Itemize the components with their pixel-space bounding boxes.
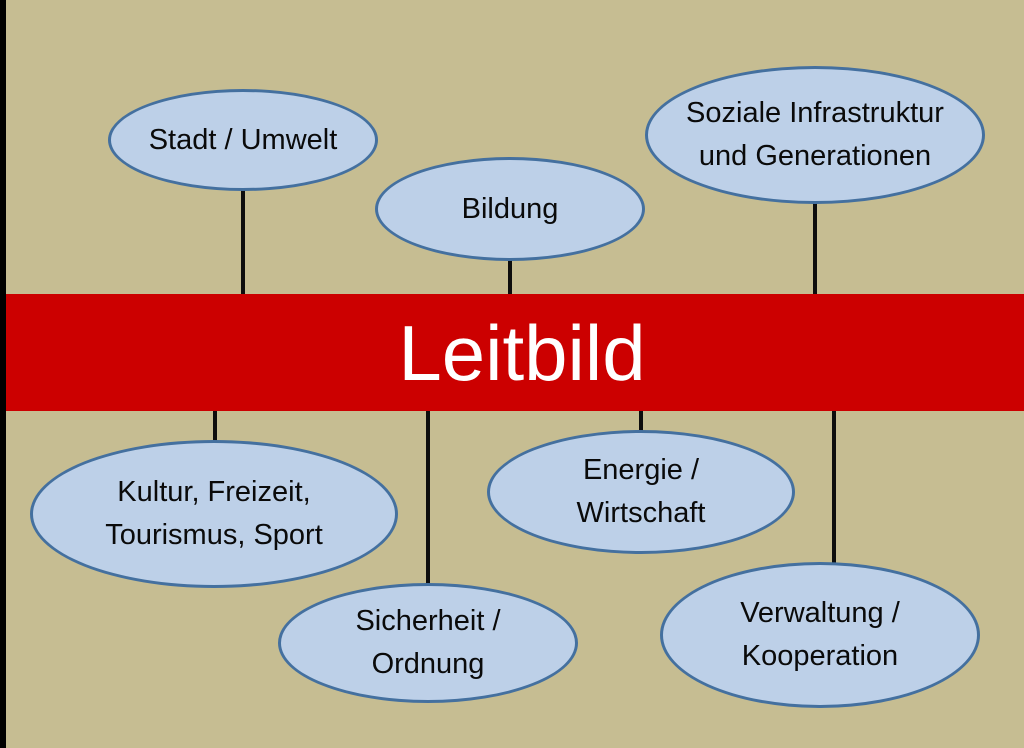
connector-soziale-infrastruktur [813, 196, 817, 298]
node-label-kultur-freizeit: Kultur, Freizeit, Tourismus, Sport [105, 475, 323, 552]
connector-bildung [508, 252, 512, 298]
node-label-bildung: Bildung [461, 192, 559, 225]
center-band: Leitbild [0, 294, 1024, 411]
node-stadt-umwelt[interactable]: Stadt / Umwelt [108, 89, 378, 191]
node-bildung[interactable]: Bildung [375, 157, 645, 261]
connector-verwaltung-kooperation [832, 406, 836, 570]
connector-energie-wirtschaft [639, 406, 643, 438]
node-sicherheit-ordnung[interactable]: Sicherheit / Ordnung [278, 583, 578, 703]
connector-sicherheit-ordnung [426, 406, 430, 590]
node-label-soziale-infrastruktur: Soziale Infrastruktur und Generationen [686, 96, 944, 173]
node-energie-wirtschaft[interactable]: Energie / Wirtschaft [487, 430, 795, 554]
node-label-energie-wirtschaft: Energie / Wirtschaft [576, 453, 706, 530]
connector-stadt-umwelt [241, 186, 245, 298]
node-label-stadt-umwelt: Stadt / Umwelt [148, 123, 338, 156]
node-kultur-freizeit[interactable]: Kultur, Freizeit, Tourismus, Sport [30, 440, 398, 588]
node-label-verwaltung-kooperation: Verwaltung / Kooperation [740, 596, 900, 673]
connector-kultur-freizeit [213, 406, 217, 442]
node-label-sicherheit-ordnung: Sicherheit / Ordnung [355, 604, 501, 681]
node-soziale-infrastruktur[interactable]: Soziale Infrastruktur und Generationen [645, 66, 985, 204]
node-verwaltung-kooperation[interactable]: Verwaltung / Kooperation [660, 562, 980, 708]
left-edge-border [0, 0, 6, 748]
page-title: Leitbild [398, 308, 646, 397]
